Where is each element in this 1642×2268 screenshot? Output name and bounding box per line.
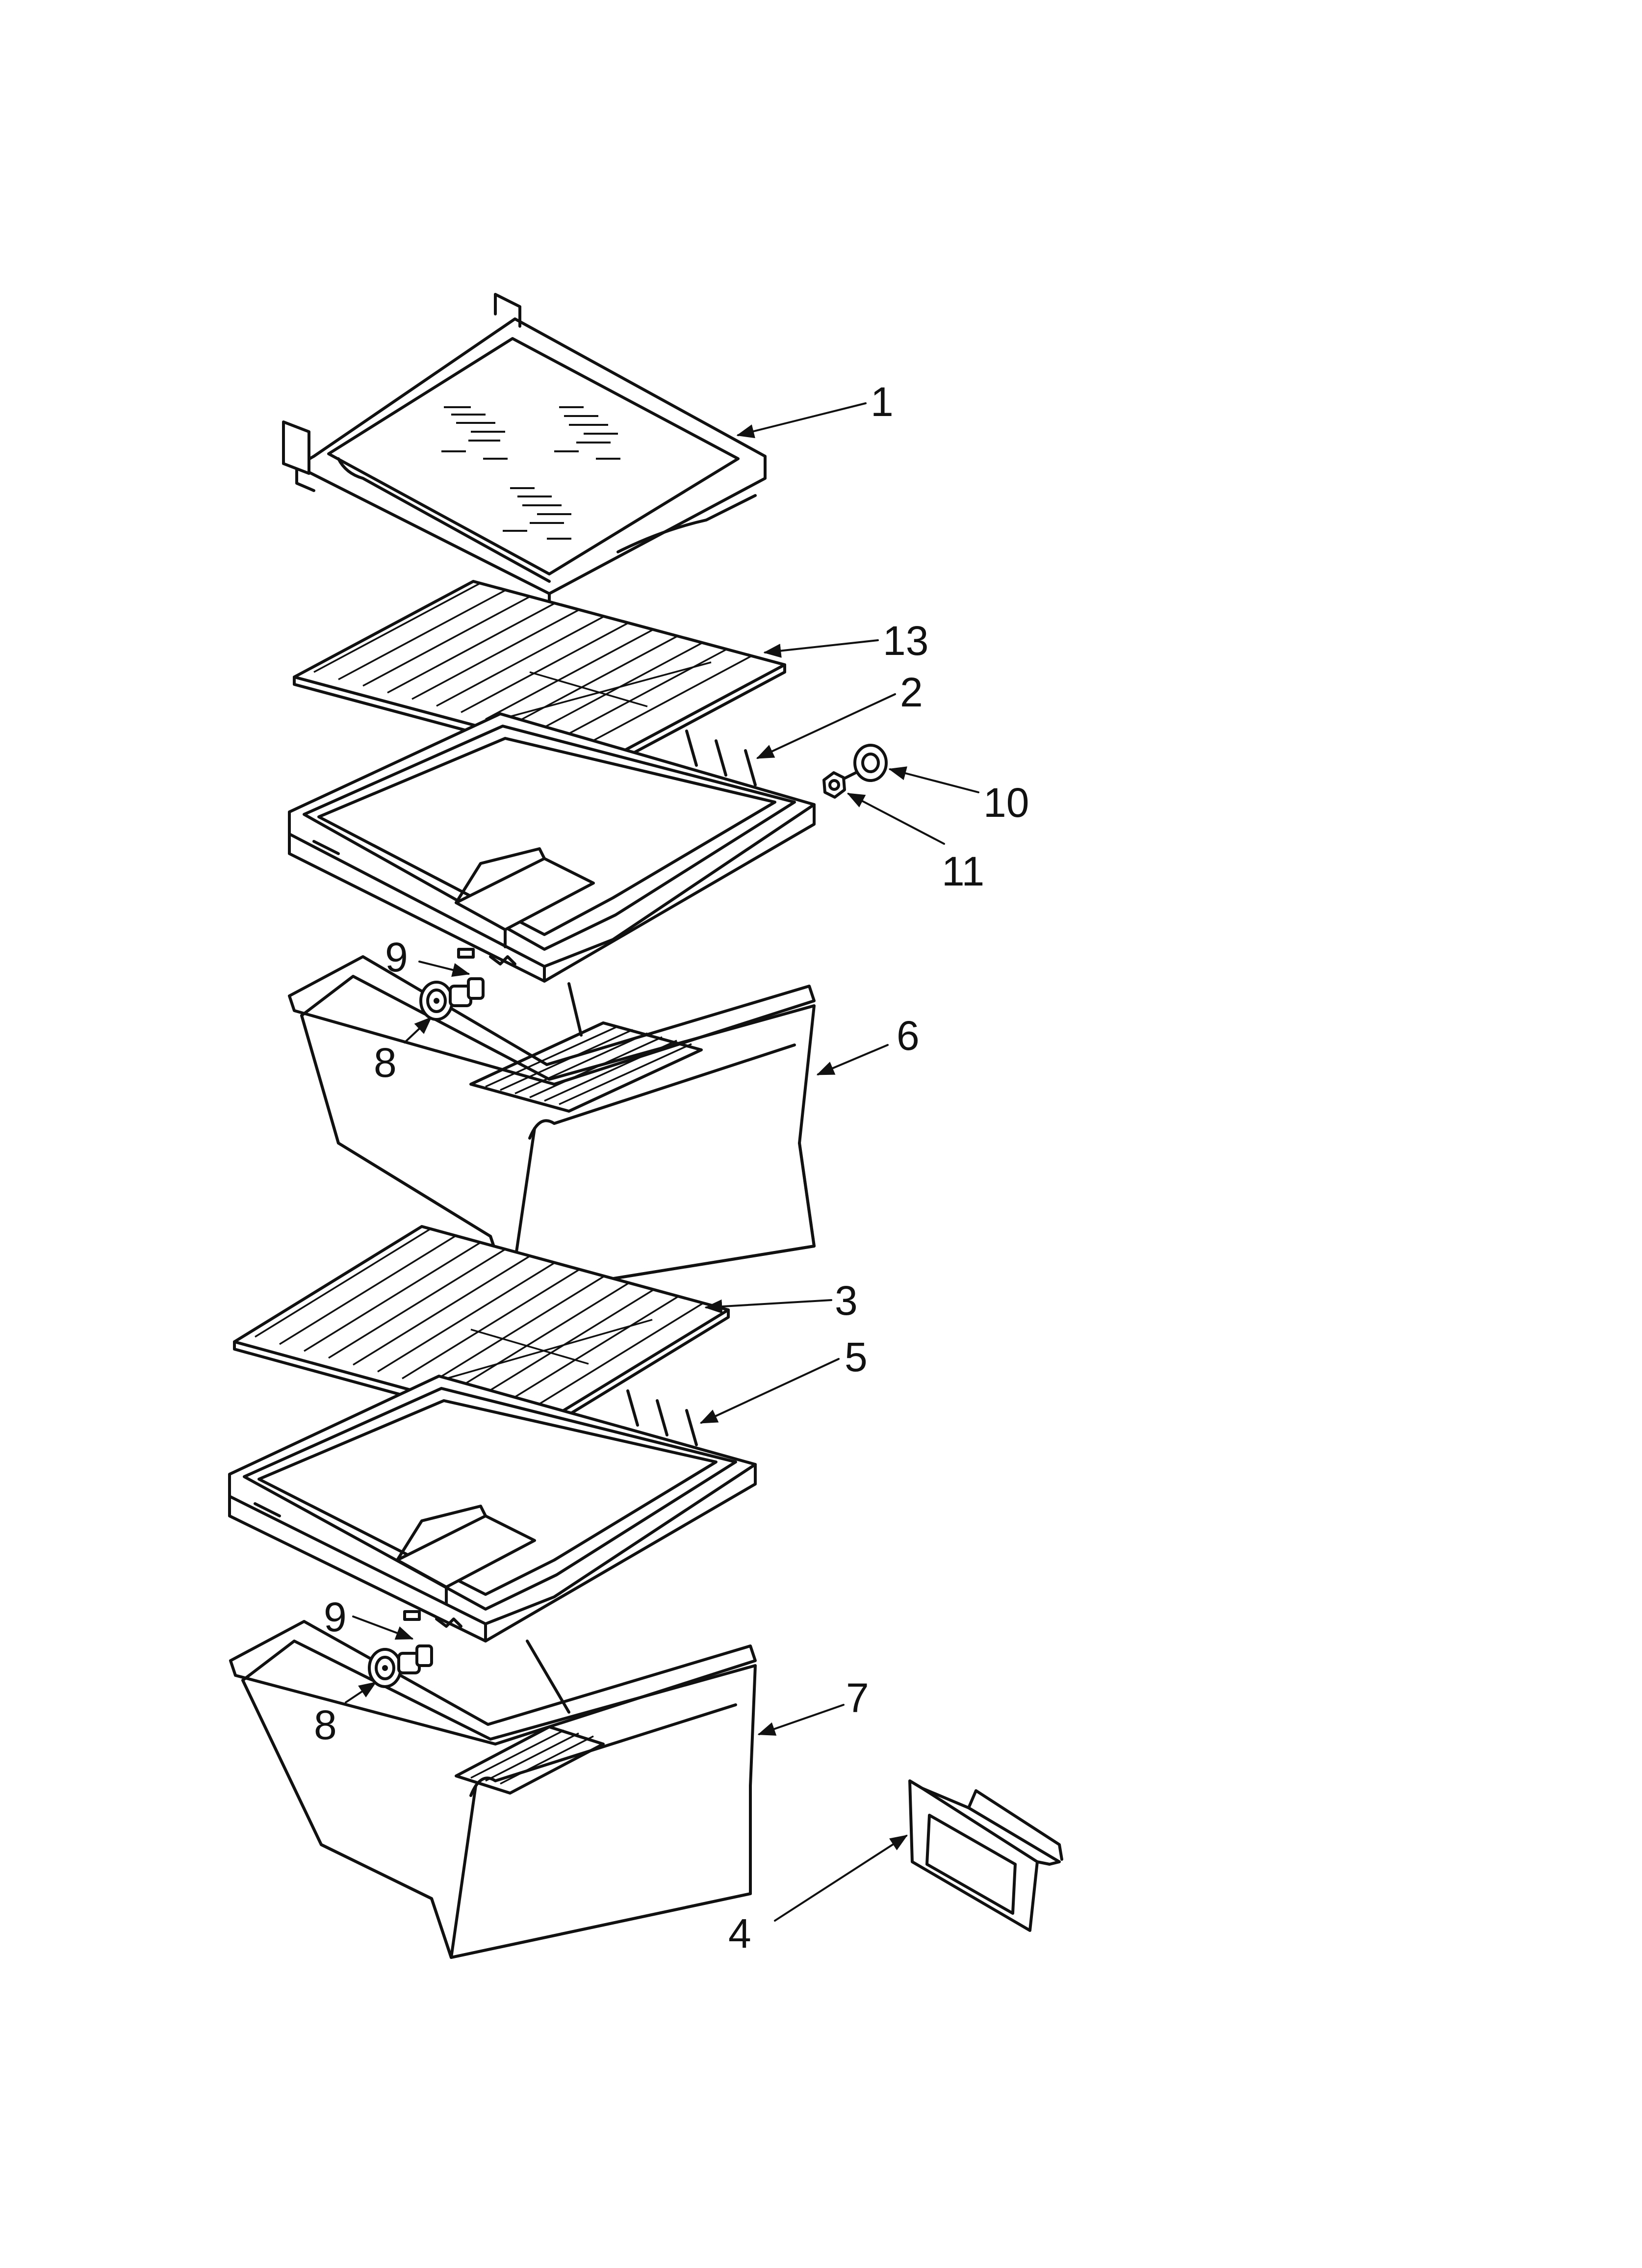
leader-3 xyxy=(704,1299,832,1314)
callout-9-lower: 9 xyxy=(324,1594,347,1640)
callout-9-upper: 9 xyxy=(385,934,408,980)
leader-7 xyxy=(757,1704,845,1736)
callout-4: 4 xyxy=(728,1910,751,1956)
leader-6 xyxy=(816,1044,889,1075)
callout-2: 2 xyxy=(900,669,923,715)
part-8-roller-lower xyxy=(368,1648,402,1688)
leader-4 xyxy=(774,1835,908,1922)
callout-3: 3 xyxy=(835,1277,858,1324)
leader-8-upper xyxy=(404,1017,432,1043)
callout-8-upper: 8 xyxy=(374,1040,397,1086)
part-9-axle-upper xyxy=(449,977,485,1007)
callout-1: 1 xyxy=(871,379,894,425)
callout-10: 10 xyxy=(983,780,1029,826)
part-4-label-holder xyxy=(908,1779,1063,1932)
callout-5: 5 xyxy=(845,1334,868,1380)
part-2-cover-frame xyxy=(288,712,816,983)
leader-11 xyxy=(847,793,945,845)
part-9-axle-lower xyxy=(397,1644,433,1674)
part-3-glass-shelf xyxy=(233,1225,730,1434)
callout-7: 7 xyxy=(846,1675,869,1721)
part-1-shelf xyxy=(282,293,767,610)
leader-1 xyxy=(736,402,867,439)
leader-5 xyxy=(699,1358,840,1424)
leader-13 xyxy=(763,639,879,658)
leader-arrows xyxy=(345,402,979,1922)
callout-6: 6 xyxy=(897,1013,920,1059)
callout-11: 11 xyxy=(942,848,984,894)
leader-10 xyxy=(888,766,979,793)
callout-8-lower: 8 xyxy=(314,1702,337,1748)
part-13-glass-shelf xyxy=(293,580,786,769)
part-8-roller-upper xyxy=(419,981,454,1021)
callout-labels: 1 13 2 10 11 9 8 6 3 5 9 8 7 4 xyxy=(314,379,1029,1956)
callout-13: 13 xyxy=(883,618,928,664)
part-6-drawer xyxy=(288,955,816,1297)
leader-9-lower xyxy=(352,1616,414,1640)
part-7-drawer xyxy=(229,1620,757,1959)
part-11-nut xyxy=(822,771,846,799)
leader-2 xyxy=(756,693,896,759)
leader-8-lower xyxy=(345,1682,377,1703)
leader-9-upper xyxy=(418,961,470,977)
part-5-cover-frame xyxy=(228,1375,757,1642)
part-10-roller xyxy=(840,744,888,782)
